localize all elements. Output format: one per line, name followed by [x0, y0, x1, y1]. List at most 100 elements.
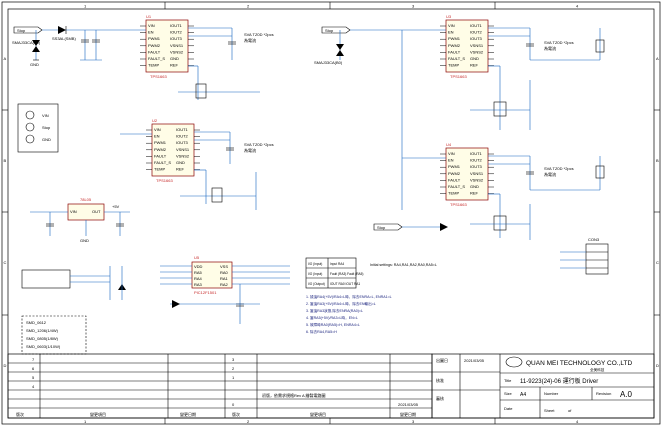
reg-part: 78L05	[80, 197, 92, 202]
chip-u3-pin-right-ref: REF	[470, 63, 479, 68]
chip-u1-pin-left-temp: TEMP	[148, 63, 159, 68]
chip-u4-pin-right-vsns2: VSNS2	[470, 177, 484, 182]
chip-u3-pin-left-en: EN	[448, 30, 454, 35]
chip-u4-pin-right-ref: REF	[470, 191, 479, 196]
col-label-1: 1	[84, 4, 87, 9]
revision-value: A.0	[620, 390, 633, 399]
chip-u1-pin-left-fault-s: FAULT_S	[148, 56, 165, 61]
input-stage: Stop SS3AL(SMB) SMAJ33CA(B0) GND	[12, 26, 118, 67]
input-header	[21, 266, 126, 300]
chip-u3-pin-left-pwm1: PWM1	[448, 36, 461, 41]
rev-header-3: 變更日期	[180, 411, 196, 417]
smd-item-3: SMD_0805(1/8W)	[26, 336, 59, 341]
current-note-3: 為電流	[544, 45, 556, 51]
chip-u3-pin-right-iout3: IOUT3	[470, 36, 483, 41]
chip-u1-pin-right-ref: REF	[170, 63, 179, 68]
chip-u4-pin-left-fault: FAULT	[448, 177, 461, 182]
title-block: 出圖日 2021/03/05 核准 審核 QUAN MEI TECHNOLOGY…	[431, 353, 655, 419]
mcu-part: PIC12F1501	[194, 290, 217, 295]
mcu-designator: U5	[194, 255, 200, 260]
rev-row-1: 1	[232, 375, 235, 380]
chip-u3-pin-left-pwm2: PWM2	[448, 43, 461, 48]
mcu-pin-vdd: VDD	[194, 264, 203, 269]
row-label-a: A	[4, 56, 7, 61]
reg-v5: +5V	[112, 204, 120, 209]
note-3: 3. 當這RA3狀態,除去ENRA(RA0)=L	[306, 308, 363, 313]
drawn-date: 2021/03/05	[464, 358, 485, 363]
chip-u4-pin-left-en: EN	[448, 158, 454, 163]
reg-pin-vin: VIN	[70, 209, 77, 214]
chip-u3-pin-right-vsns1: VSNS1	[470, 43, 484, 48]
chip-u2-pin-left-en: EN	[154, 134, 160, 139]
chip-u1-pin-right-gnd: GND	[170, 56, 179, 61]
company-sub: 全美科技	[590, 367, 605, 372]
col-label-4: 4	[576, 4, 579, 9]
zener-note-3: SVA TZ0D *2pcs	[544, 40, 574, 45]
rev-row-4: 4	[32, 384, 35, 389]
chip-u3-pin-right-vsns2: VSNS2	[470, 49, 484, 54]
chip-u2-pin-right-iout1: IOUT1	[176, 127, 189, 132]
rev-header-1: 版次	[16, 411, 24, 417]
col-label-3: 3	[412, 4, 415, 9]
chip-u4-part: TPS1663	[450, 202, 467, 207]
rev-row-2: 2	[232, 366, 235, 371]
row-label-b: B	[4, 158, 7, 163]
note-5: 5. 故障時RA0(RA5)=H, ENRA4=L	[306, 322, 360, 327]
tt-header-3: I/O (Output)	[308, 282, 325, 286]
connector-label: CON3	[588, 237, 600, 242]
rev-row-5: 5	[32, 375, 35, 380]
chip-u4-pin-left-pwm1: PWM1	[448, 164, 461, 169]
tt-header-2: I/O (Input)	[308, 272, 322, 276]
chip-u4-pin-left-temp: TEMP	[448, 191, 459, 196]
drawn-label: 出圖日	[436, 357, 448, 363]
driver-chip-u3: U3 TPS1663 VINENPWM1PWM2FAULTFAULT_STEMP…	[440, 14, 494, 79]
zener-note-4: SVA TZ0D *2pcs	[544, 166, 574, 171]
stop-net-label-2: Stop	[325, 28, 334, 33]
chip-u3-part: TPS1663	[450, 74, 467, 79]
tt-cell-3: IOUT RA0 IOUT RA1	[330, 282, 360, 286]
checked-label: 審核	[436, 395, 444, 401]
rev-entry-date: 2021/03/05	[398, 402, 419, 407]
chip-u4-pin-right-iout1: IOUT1	[470, 151, 483, 156]
revision-table: 7 6 5 4 3 2 1 0 初版，依需求規格Rev A 繪製電路圖 2021…	[7, 353, 433, 419]
col-label-2-bottom: 2	[247, 419, 250, 424]
chip-u1-pin-right-vsns2: VSNS2	[170, 49, 184, 54]
connector-con3: CON3	[560, 237, 609, 275]
chip-u3-pin-left-vin: VIN	[448, 23, 455, 28]
col-label-3-bottom: 3	[412, 419, 415, 424]
stop-net-label-3: Stop	[377, 225, 386, 230]
driver-chip-u4: U4 TPS1663 VINENPWM1PWM2FAULTFAULT_STEMP…	[440, 142, 494, 207]
chip-u1-pin-right-iout1: IOUT1	[170, 23, 183, 28]
chip-u3-pin-left-temp: TEMP	[448, 63, 459, 68]
size-label: Size	[504, 391, 513, 396]
rev-header-2: 變更項目	[90, 411, 106, 417]
chip-u1-pin-right-vsns1: VSNS1	[170, 43, 184, 48]
chip-u3-pin-left-fault-s: FAULT_S	[448, 56, 465, 61]
chip-u2-part: TPS1663	[156, 178, 173, 183]
revision-label: Revision	[596, 391, 611, 396]
rev-row-7: 7	[32, 357, 35, 362]
current-note-1: 為電流	[244, 37, 256, 43]
mcu-pin-ra2: RA2	[220, 282, 229, 287]
col-label-4-bottom: 4	[576, 419, 579, 424]
tt-cell-1: Input RA4	[330, 262, 344, 266]
chip-u2-pin-left-pwm1: PWM1	[154, 140, 167, 145]
chip-u4-pin-right-vsns1: VSNS1	[470, 171, 484, 176]
main-diode-label: SS3AL(SMB)	[52, 36, 76, 41]
chip-u1-pin-left-en: EN	[148, 30, 154, 35]
row-label-c: C	[4, 260, 7, 265]
rev-entry-index: 0	[232, 402, 235, 407]
mounting-holes: VIN Stop GND	[17, 103, 59, 153]
smd-item-2: SMD_1206(1/4W)	[26, 328, 59, 333]
chip-u2-pin-right-vsns2: VSNS2	[176, 153, 190, 158]
company-name: QUAN MEI TECHNOLOGY CO.,LTD	[526, 360, 632, 367]
chip-u4-designator: U4	[446, 142, 452, 147]
chip-u3-designator: U3	[446, 14, 452, 19]
mcu-pin-ra3: RA3	[194, 282, 203, 287]
chip-u2-pin-left-temp: TEMP	[154, 167, 165, 172]
driver-chip-u1: U1 TPS1663 VINENPWM1PWM2FAULTFAULT_STEMP…	[140, 14, 194, 79]
stop-net-label: Stop	[17, 28, 26, 33]
